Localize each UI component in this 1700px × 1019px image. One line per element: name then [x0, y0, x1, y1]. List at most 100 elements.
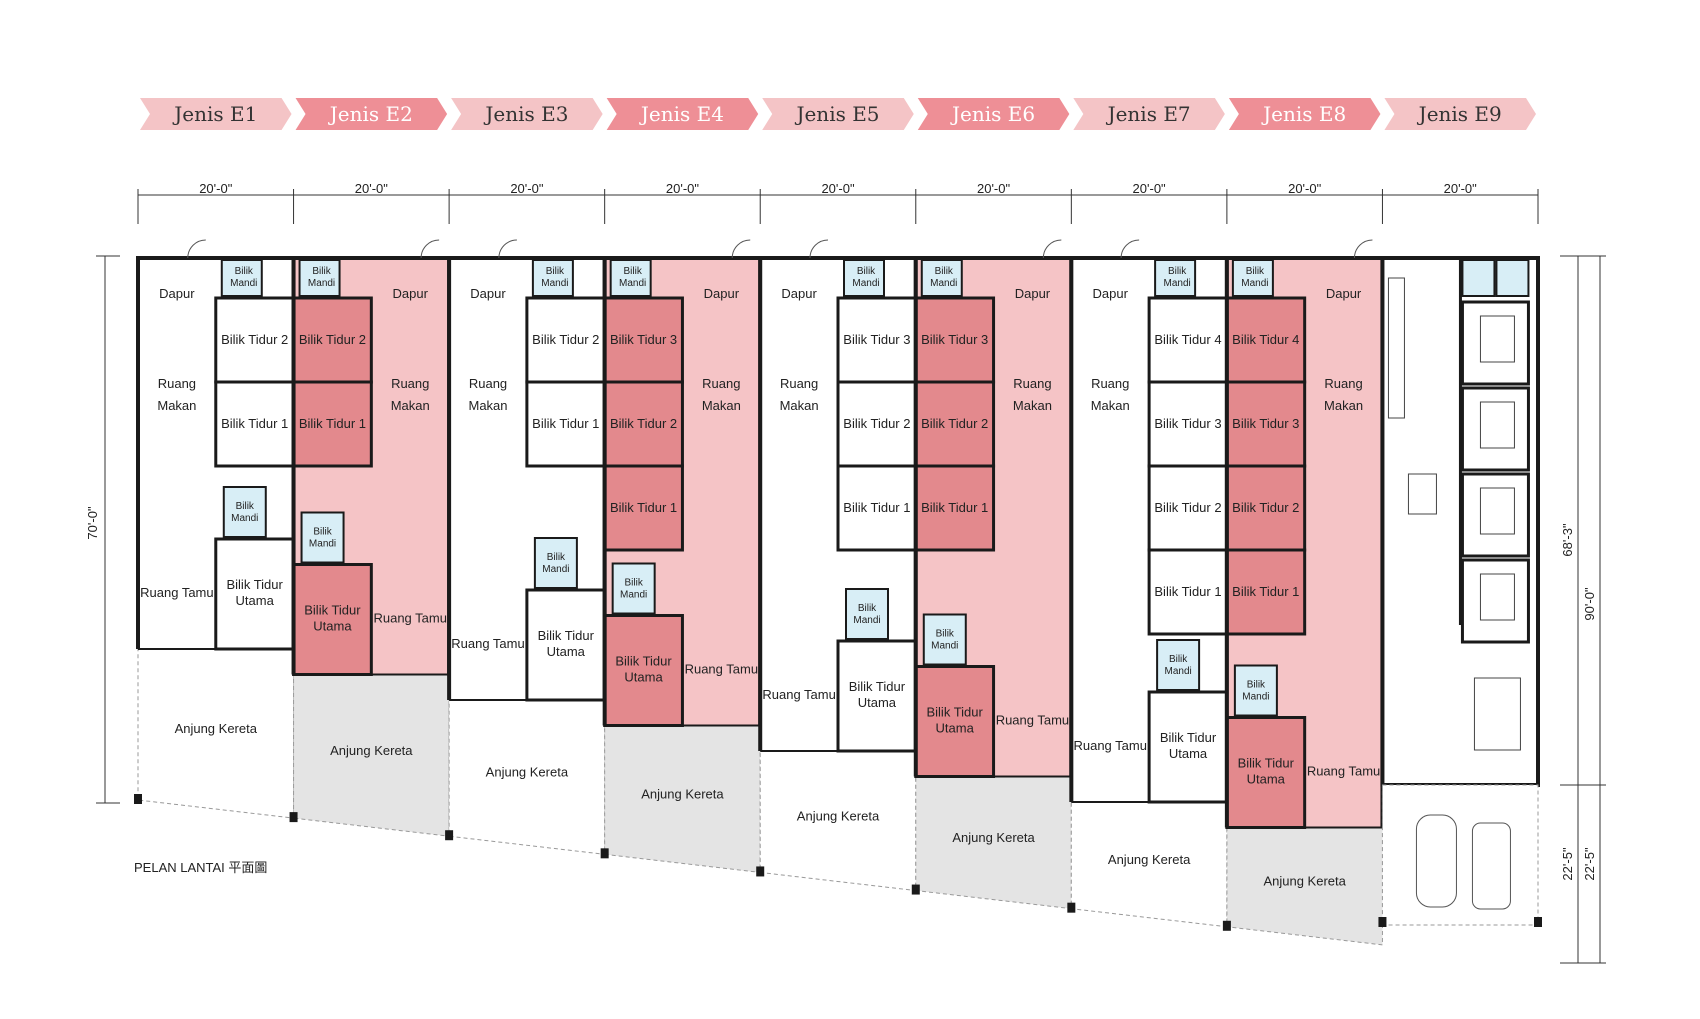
- dining-label: Makan: [702, 398, 741, 413]
- car-porch-label: Anjung Kereta: [641, 786, 724, 801]
- kitchen-label: Dapur: [1015, 286, 1051, 301]
- bed-icon: [1479, 573, 1515, 621]
- bedroom-label: Bilik Tidur 4: [1154, 332, 1221, 347]
- tab-label-4: Jenis E4: [639, 102, 724, 126]
- fence-post: [1222, 920, 1231, 931]
- master-bedroom-label: Utama: [936, 721, 975, 736]
- tab-label-1: Jenis E1: [172, 102, 257, 126]
- dining-label: Makan: [1013, 398, 1052, 413]
- master-bedroom-label: Bilik Tidur: [538, 628, 595, 643]
- bedroom-label: Bilik Tidur 2: [921, 416, 988, 431]
- bathroom-mid: [1233, 664, 1278, 717]
- car-icon: [1415, 814, 1457, 908]
- bed-icon: [1479, 401, 1515, 449]
- bedroom-label: Bilik Tidur 2: [221, 332, 288, 347]
- kitchen-label: Dapur: [1093, 286, 1129, 301]
- bathroom-label: Bilik: [857, 266, 876, 277]
- bathroom-label: Bilik: [624, 578, 643, 589]
- dining-label: Makan: [1324, 398, 1363, 413]
- bed-icon: [1479, 315, 1515, 363]
- master-bedroom: [214, 537, 296, 651]
- bathroom-label: Mandi: [853, 615, 880, 626]
- bedroom-label: Bilik Tidur 2: [843, 416, 910, 431]
- bathroom-mid: [300, 511, 345, 564]
- tab-label-2: Jenis E2: [328, 102, 413, 126]
- dimension-lines: 20'-0"20'-0"20'-0"20'-0"20'-0"20'-0"20'-…: [96, 181, 1606, 964]
- bathroom-label: Bilik: [235, 266, 254, 277]
- bedroom: [292, 380, 373, 468]
- dining-label: Makan: [468, 398, 507, 413]
- fence-post: [445, 830, 454, 841]
- bathroom-label: Bilik: [1169, 654, 1188, 665]
- master-bedroom-label: Bilik Tidur: [926, 705, 983, 720]
- bathroom-label: Bilik: [236, 501, 255, 512]
- tab-bg-7: [1073, 98, 1225, 130]
- master-bedroom-label: Utama: [1247, 772, 1286, 787]
- master-bedroom: [603, 614, 684, 727]
- bathroom-label: Bilik: [858, 603, 877, 614]
- dining-label: Makan: [780, 398, 819, 413]
- bedroom-label: Bilik Tidur 2: [532, 332, 599, 347]
- living-room-label: Ruang Tamu: [1307, 764, 1380, 779]
- master-bedroom-label: Bilik Tidur: [1160, 730, 1217, 745]
- kitchen-label: Dapur: [470, 286, 506, 301]
- master-bedroom: [292, 563, 373, 676]
- master-bedroom-label: Bilik Tidur: [615, 654, 672, 669]
- width-dim-label: 20'-0": [1133, 181, 1167, 196]
- kitchen-label: Dapur: [393, 286, 429, 301]
- bedroom-label: Bilik Tidur 2: [299, 332, 366, 347]
- master-bedroom-label: Bilik Tidur: [304, 603, 361, 618]
- living-room-label: Ruang Tamu: [685, 662, 758, 677]
- bedroom: [214, 380, 296, 468]
- tab-bg-2: [295, 98, 448, 130]
- bathroom-label: Mandi: [1164, 666, 1191, 677]
- bathroom-mid: [845, 588, 889, 640]
- fence-post: [289, 812, 298, 823]
- car-porch: [1381, 784, 1539, 926]
- dining-label: Ruang: [702, 376, 740, 391]
- living-room-label: Ruang Tamu: [996, 713, 1069, 728]
- bathroom-mid: [922, 613, 967, 666]
- bathroom-label: Mandi: [1241, 278, 1268, 289]
- tab-bg-6: [917, 98, 1070, 130]
- sofa-icon: [1473, 677, 1521, 751]
- bedroom: [1147, 548, 1229, 636]
- kitchen-counter-icon: [1387, 277, 1405, 419]
- bathroom-label: Bilik: [1247, 680, 1266, 691]
- master-bedroom-label: Utama: [313, 619, 352, 634]
- bathroom-label: Mandi: [852, 278, 879, 289]
- door-swing: [187, 239, 206, 259]
- bedroom-label: Bilik Tidur 1: [532, 416, 599, 431]
- fence-post: [600, 848, 609, 859]
- tab-bg-3: [451, 98, 603, 130]
- dining-label: Makan: [1091, 398, 1130, 413]
- lower-dimension-a: 22'-5": [1560, 847, 1575, 881]
- fence-post: [134, 794, 142, 804]
- dining-label: Ruang: [1013, 376, 1051, 391]
- bedroom-label: Bilik Tidur 1: [921, 500, 988, 515]
- tab-bg-1: [140, 98, 292, 130]
- tab-label-5: Jenis E5: [794, 102, 879, 126]
- bedroom-label: Bilik Tidur 1: [1154, 584, 1221, 599]
- living-room-label: Ruang Tamu: [1073, 738, 1146, 753]
- bedroom-label: Bilik Tidur 1: [843, 500, 910, 515]
- bedroom-label: Bilik Tidur 2: [1232, 500, 1299, 515]
- bedroom-label: Bilik Tidur 3: [921, 332, 988, 347]
- fence-post: [1378, 917, 1387, 927]
- kitchen-label: Dapur: [781, 286, 817, 301]
- bathroom-label: Mandi: [309, 539, 336, 550]
- bedroom: [1460, 472, 1530, 558]
- width-dim-label: 20'-0": [1288, 181, 1322, 196]
- bedroom: [836, 380, 918, 468]
- door-swing: [731, 239, 751, 259]
- car-porch-label: Anjung Kereta: [1263, 874, 1346, 889]
- bedroom: [603, 464, 684, 552]
- width-dim-label: 20'-0": [1444, 181, 1478, 196]
- bathroom-label: Mandi: [308, 278, 335, 289]
- bathroom-label: Mandi: [931, 641, 958, 652]
